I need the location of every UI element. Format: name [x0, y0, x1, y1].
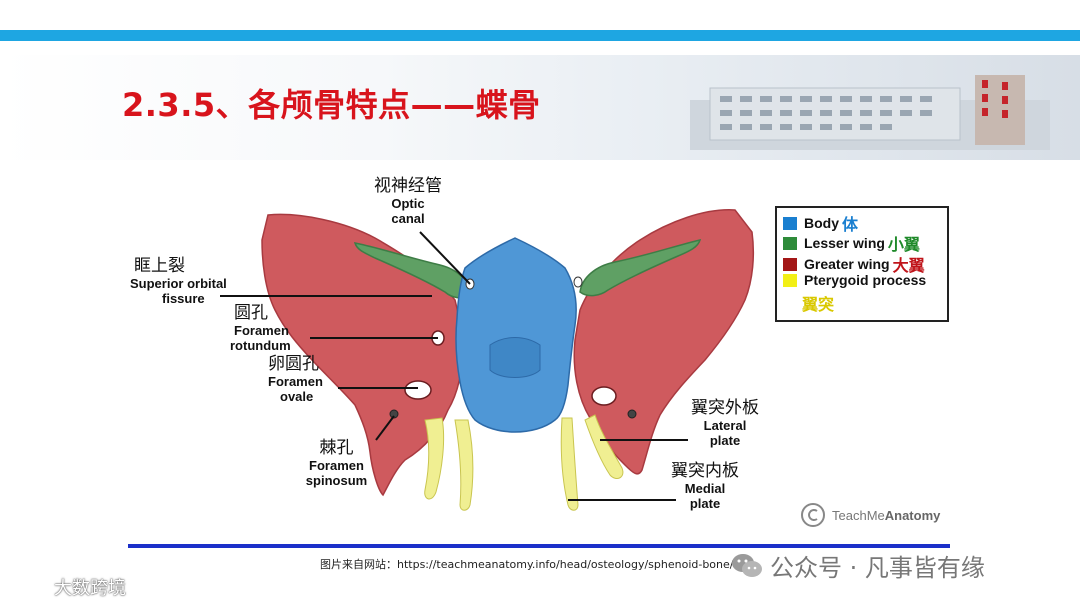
image-source-text: 图片来自网站：https://teachmeanatomy.info/head/… [320, 558, 734, 571]
legend-swatch [783, 236, 797, 250]
slide-title: 2.3.5、各颅骨特点——蝶骨 [122, 86, 541, 124]
lesser-wing-right [579, 238, 702, 297]
label-optic-canal: 视神经管 Optic canal [374, 176, 442, 226]
pterygoid-medial-right [560, 417, 579, 511]
legend-swatch [783, 216, 797, 230]
pterygoid-medial-left [454, 419, 474, 511]
foramen-ovale-shape-left [404, 380, 432, 400]
legend-swatch [783, 257, 797, 271]
brand-watermark: 大数跨境 [8, 574, 126, 600]
foramen-spinosum-shape [389, 409, 399, 419]
legend-item-pterygoid: Pterygoid process [783, 272, 926, 288]
foramen-ovale-shape-right [591, 386, 617, 406]
pointer-spinosum [375, 415, 395, 441]
label-superior-orbital-fissure: 眶上裂 Superior orbital fissure [130, 256, 227, 306]
legend-item-body: Body 体 [783, 211, 858, 235]
pterygoid-lateral-right [584, 414, 624, 479]
label-foramen-rotundum: 圆孔 Foramen rotundum [230, 303, 291, 353]
pointer-optic-canal [419, 231, 471, 285]
wechat-icon [732, 553, 762, 577]
sphenoid-body [455, 237, 577, 433]
pterygoid-lateral-left [424, 417, 445, 500]
campus-building-image [690, 75, 1050, 150]
color-legend: Body 体 Lesser wing 小翼 Greater wing 大翼 Pt… [775, 206, 949, 322]
legend-swatch [783, 273, 797, 287]
label-medial-plate: 翼突内板 Medial plate [671, 461, 739, 511]
brand-logo-icon [10, 579, 50, 595]
wechat-watermark: 公众号 · 凡事皆有缘 [730, 548, 985, 583]
copyright-icon [801, 503, 825, 527]
legend-item-pterygoid-cn: 翼突 [802, 295, 835, 314]
label-foramen-spinosum: 棘孔 Foramen spinosum [305, 438, 368, 488]
teachmeanatomy-credit: TeachMeAnatomy [800, 502, 940, 528]
footer-divider [128, 544, 950, 548]
label-lateral-plate: 翼突外板 Lateral plate [691, 398, 759, 448]
legend-item-lesser-wing: Lesser wing 小翼 [783, 231, 920, 255]
legend-item-greater-wing: Greater wing 大翼 [783, 252, 925, 276]
top-accent-bar [0, 30, 1080, 41]
label-foramen-ovale: 卵圆孔 Foramen ovale [268, 354, 323, 404]
